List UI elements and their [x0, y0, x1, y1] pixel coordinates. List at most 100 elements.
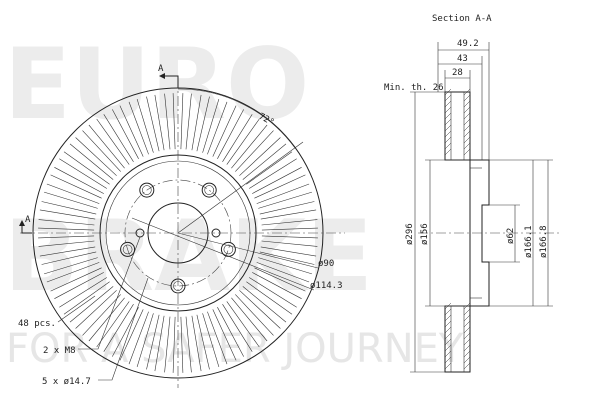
- label-bolt-holes: 5 x ø14.7: [42, 377, 91, 387]
- bolt-hole-inner: [142, 185, 152, 195]
- hatch-line: [444, 112, 452, 120]
- vent-slot-line: [41, 251, 97, 265]
- hatch-line: [463, 136, 471, 144]
- vent-slot-line: [239, 137, 281, 176]
- hatch-line: [463, 88, 471, 96]
- vent-slot-line: [41, 201, 97, 215]
- vent-slot-line: [196, 314, 210, 370]
- hatch-line: [463, 326, 471, 334]
- vent-slot-line: [212, 309, 237, 361]
- vent-slot-line: [146, 314, 160, 370]
- watermark: EURO BRAKE FOR A SAFER JOURNEY: [4, 28, 464, 372]
- vent-slot-line: [261, 240, 318, 247]
- vent-slot-line: [259, 251, 315, 265]
- section-marker-left: A: [25, 215, 31, 225]
- vent-slot-line: [207, 101, 228, 155]
- hatch-line: [444, 148, 452, 156]
- vent-slot-line: [207, 311, 228, 365]
- vent-slot-line: [256, 262, 310, 283]
- vent-slot-line: [249, 158, 297, 189]
- section-title: Section A-A: [432, 14, 492, 24]
- hatch-line: [463, 356, 471, 364]
- leader-vent-count: [57, 295, 96, 323]
- dim-diameter-156: ø156: [420, 223, 430, 245]
- hatch-line: [463, 142, 471, 150]
- vent-slot-line: [38, 227, 95, 231]
- hatch-line: [463, 332, 471, 340]
- hatch-line: [444, 356, 452, 364]
- vent-slot-line: [212, 105, 237, 157]
- vent-slot-line: [202, 313, 220, 367]
- label-diameter-90: ø90: [318, 259, 334, 269]
- vent-slot-line: [38, 219, 95, 226]
- vent-slot-line: [136, 99, 154, 153]
- hatch-line: [444, 118, 452, 126]
- hatch-line: [463, 148, 471, 156]
- vent-slot-line: [256, 183, 310, 204]
- hatch-line: [463, 362, 471, 370]
- vent-slot-line: [202, 99, 220, 153]
- leader-diameter-90: [177, 232, 319, 269]
- vent-slot-line: [54, 272, 104, 299]
- vent-slot-line: [172, 316, 176, 373]
- vent-slot-line: [88, 297, 125, 342]
- section-cut-marker-left: [21, 226, 32, 234]
- vent-slot-line: [260, 209, 317, 220]
- angle-arc: [177, 88, 296, 149]
- vent-slot-line: [226, 301, 260, 348]
- section-view: Section A-A 49.2 43 28 Min. th. 26 ø296 …: [384, 14, 560, 373]
- vent-slot-line: [96, 301, 130, 348]
- vent-slot-line: [154, 315, 165, 372]
- vent-slot-line: [231, 297, 268, 342]
- vent-slot-line: [259, 201, 315, 215]
- vent-slot-line: [63, 281, 110, 315]
- hatch-line: [463, 308, 471, 316]
- hatch-line: [463, 314, 471, 322]
- vent-slot-line: [172, 93, 176, 150]
- vent-slot-line: [231, 124, 268, 169]
- vent-slot-line: [39, 209, 96, 220]
- hatch-line: [463, 94, 471, 102]
- vent-slot-line: [222, 114, 253, 162]
- vent-slot-line: [196, 96, 210, 152]
- vent-slot-line: [222, 304, 253, 352]
- hatch-line: [444, 350, 452, 358]
- vent-slot-line: [44, 257, 98, 275]
- vent-slot-line: [191, 315, 202, 372]
- vent-slot-line: [82, 130, 121, 172]
- vent-slot-line: [249, 277, 297, 308]
- watermark-line2: BRAKE: [4, 200, 373, 314]
- dim-diameter-166-1: ø166.1: [524, 225, 534, 258]
- vent-slot-line: [119, 309, 144, 361]
- hatch-line: [463, 100, 471, 108]
- hatch-line: [444, 94, 452, 102]
- vent-slot-line: [136, 313, 154, 367]
- label-vent-count: 48 pcs.: [18, 319, 56, 329]
- dim-diameter-296: ø296: [405, 223, 415, 245]
- vent-slot-line: [258, 257, 312, 275]
- hatch-line: [463, 350, 471, 358]
- vent-slot-line: [128, 101, 149, 155]
- section-cut-marker-top: [165, 75, 179, 88]
- hatch-line: [463, 130, 471, 138]
- vent-slot-line: [75, 137, 117, 176]
- hatch-line: [444, 362, 452, 370]
- vent-slot-line: [146, 96, 160, 152]
- vent-slot-line: [75, 290, 117, 329]
- vent-slot-line: [217, 109, 244, 159]
- vent-slot-line: [46, 262, 100, 283]
- bolt-hole: [201, 182, 217, 198]
- vent-slot-line: [180, 93, 184, 150]
- hatch-line: [463, 320, 471, 328]
- dim-width-49-2: 49.2: [457, 39, 479, 49]
- hatch-line: [444, 130, 452, 138]
- vent-slot-line: [96, 118, 130, 165]
- hatch-line: [463, 344, 471, 352]
- vent-slot-line: [63, 151, 110, 185]
- hatch-line: [463, 112, 471, 120]
- vent-slot-line: [217, 307, 244, 357]
- ring-section-top: [444, 91, 471, 161]
- vent-slot-line: [103, 114, 134, 162]
- vent-slot-line: [185, 316, 192, 373]
- vent-slot-line: [112, 109, 139, 159]
